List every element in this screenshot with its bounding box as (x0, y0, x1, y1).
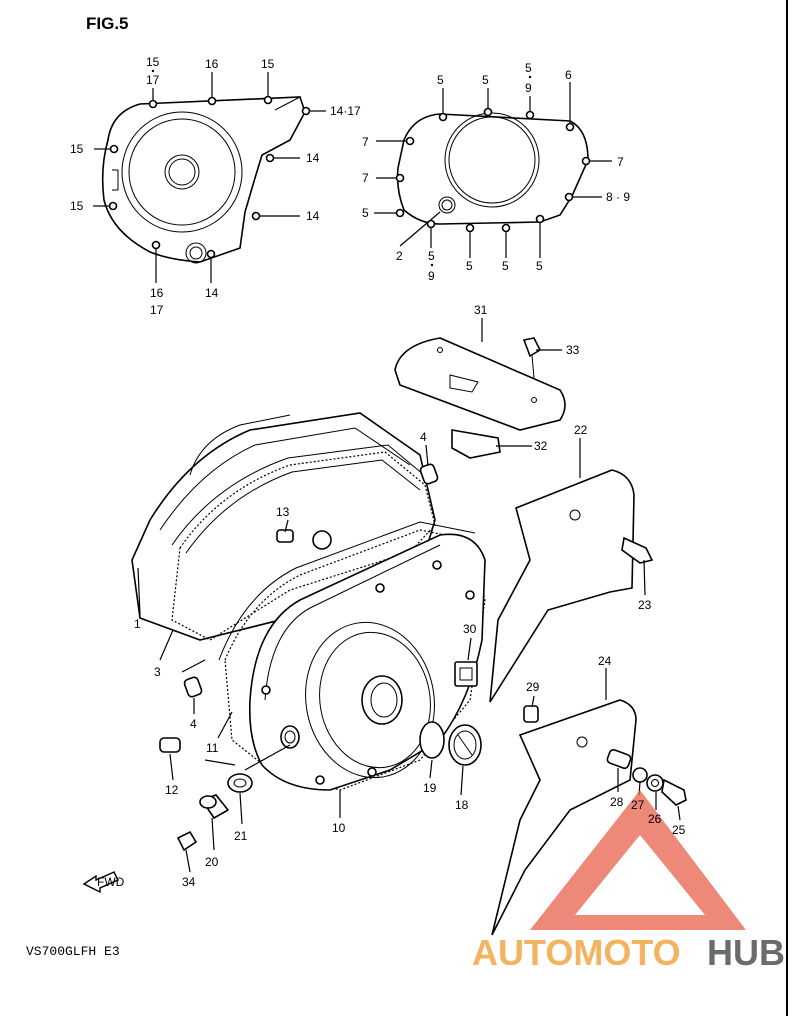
callout: 24 (598, 654, 612, 668)
callout: 2 (396, 249, 403, 263)
cover-outline-right (374, 82, 612, 258)
part-11-gasket (224, 529, 486, 791)
part-12-dowel (159, 737, 181, 753)
callout: 9 (525, 81, 532, 95)
callout: 8 · 9 (606, 190, 630, 204)
callout: 17 (146, 73, 160, 87)
callout: 32 (534, 439, 548, 453)
callout: 29 (526, 680, 540, 694)
part-34-screw (176, 830, 198, 852)
callout: 14 (306, 151, 320, 165)
part-26-washer (646, 774, 664, 792)
callout: 10 (332, 821, 346, 835)
callout: 14·17 (330, 104, 361, 118)
callout: 26 (648, 812, 662, 826)
callout: 7 (617, 155, 624, 169)
cover-right-bolts (395, 107, 591, 233)
figure-title: FIG.5 (86, 14, 129, 33)
callout: 3 (154, 665, 161, 679)
callout: 15 (146, 55, 160, 69)
part-30-block (454, 661, 478, 687)
callout: 5 (362, 206, 369, 220)
part-29-grommet (523, 705, 539, 723)
callout: 5 (437, 73, 444, 87)
watermark-part1: AUTOMOTO (472, 932, 681, 973)
part-32-bracket (451, 429, 501, 459)
callout: 5 (428, 249, 435, 263)
watermark-logo: AUTOMOTO HUB (472, 790, 785, 973)
callout: 28 (610, 795, 624, 809)
fwd-arrow-icon: FWD (82, 871, 125, 894)
part-27-nut (632, 767, 648, 783)
part-31-cover (394, 337, 566, 431)
callout: 14 (306, 209, 320, 223)
callout: 20 (205, 855, 219, 869)
part-28-collar (606, 748, 632, 770)
callout: 33 (566, 343, 580, 357)
callout: 7 (362, 171, 369, 185)
callout: 19 (423, 781, 437, 795)
callout: 9 (428, 269, 435, 283)
callout: 30 (463, 622, 477, 636)
callout: 15 (261, 57, 275, 71)
part-25-bolt (661, 778, 687, 806)
cover-10-bolts (261, 560, 475, 785)
watermark-part2: HUB (707, 932, 785, 973)
callout: 4 (420, 430, 427, 444)
callout-labels: 15 17 16 15 14·17 15 14 15 14 16 17 14 5… (70, 55, 686, 889)
callout: 7 (362, 135, 369, 149)
gear (312, 530, 332, 550)
callout: 5 (482, 73, 489, 87)
part-24-side-cover (491, 699, 637, 936)
part-23-bolt (621, 536, 654, 564)
callout: 16 (150, 286, 164, 300)
callout: 12 (165, 783, 179, 797)
fwd-label: FWD (97, 875, 125, 889)
callout: 31 (474, 303, 488, 317)
model-label: VS700GLFH E3 (26, 944, 120, 959)
callout: 18 (455, 798, 469, 812)
part-21-washer (227, 773, 253, 793)
callout: 15 (70, 142, 84, 156)
part-22-side-cover (489, 469, 635, 703)
callout: 22 (574, 423, 588, 437)
cover-left-bolts (108, 95, 311, 259)
callout: 17 (150, 303, 164, 317)
callout: 5 (525, 61, 532, 75)
cover-outline-left (93, 72, 326, 283)
callout: 15 (70, 199, 84, 213)
callout: 1 (134, 617, 141, 631)
callout: 5 (502, 259, 509, 273)
callout: 5 (536, 259, 543, 273)
callout: 14 (205, 286, 219, 300)
watermark-triangle-icon (530, 790, 746, 930)
part-4-dowel-lower (183, 676, 203, 698)
callout: 23 (638, 598, 652, 612)
part-33-bolt (522, 337, 542, 358)
callout: 4 (190, 717, 197, 731)
crankcase-cover-assembly (131, 318, 687, 936)
callout: 25 (672, 823, 686, 837)
callout: 13 (276, 505, 290, 519)
part-19-oring (419, 721, 445, 759)
callout: 11 (206, 741, 219, 755)
callout: 5 (466, 259, 473, 273)
callout: 16 (205, 57, 219, 71)
callout: 21 (234, 829, 248, 843)
callout: 27 (631, 798, 645, 812)
callout: 6 (565, 68, 572, 82)
callout: 34 (182, 875, 196, 889)
part-4-dowel-upper (419, 463, 439, 485)
